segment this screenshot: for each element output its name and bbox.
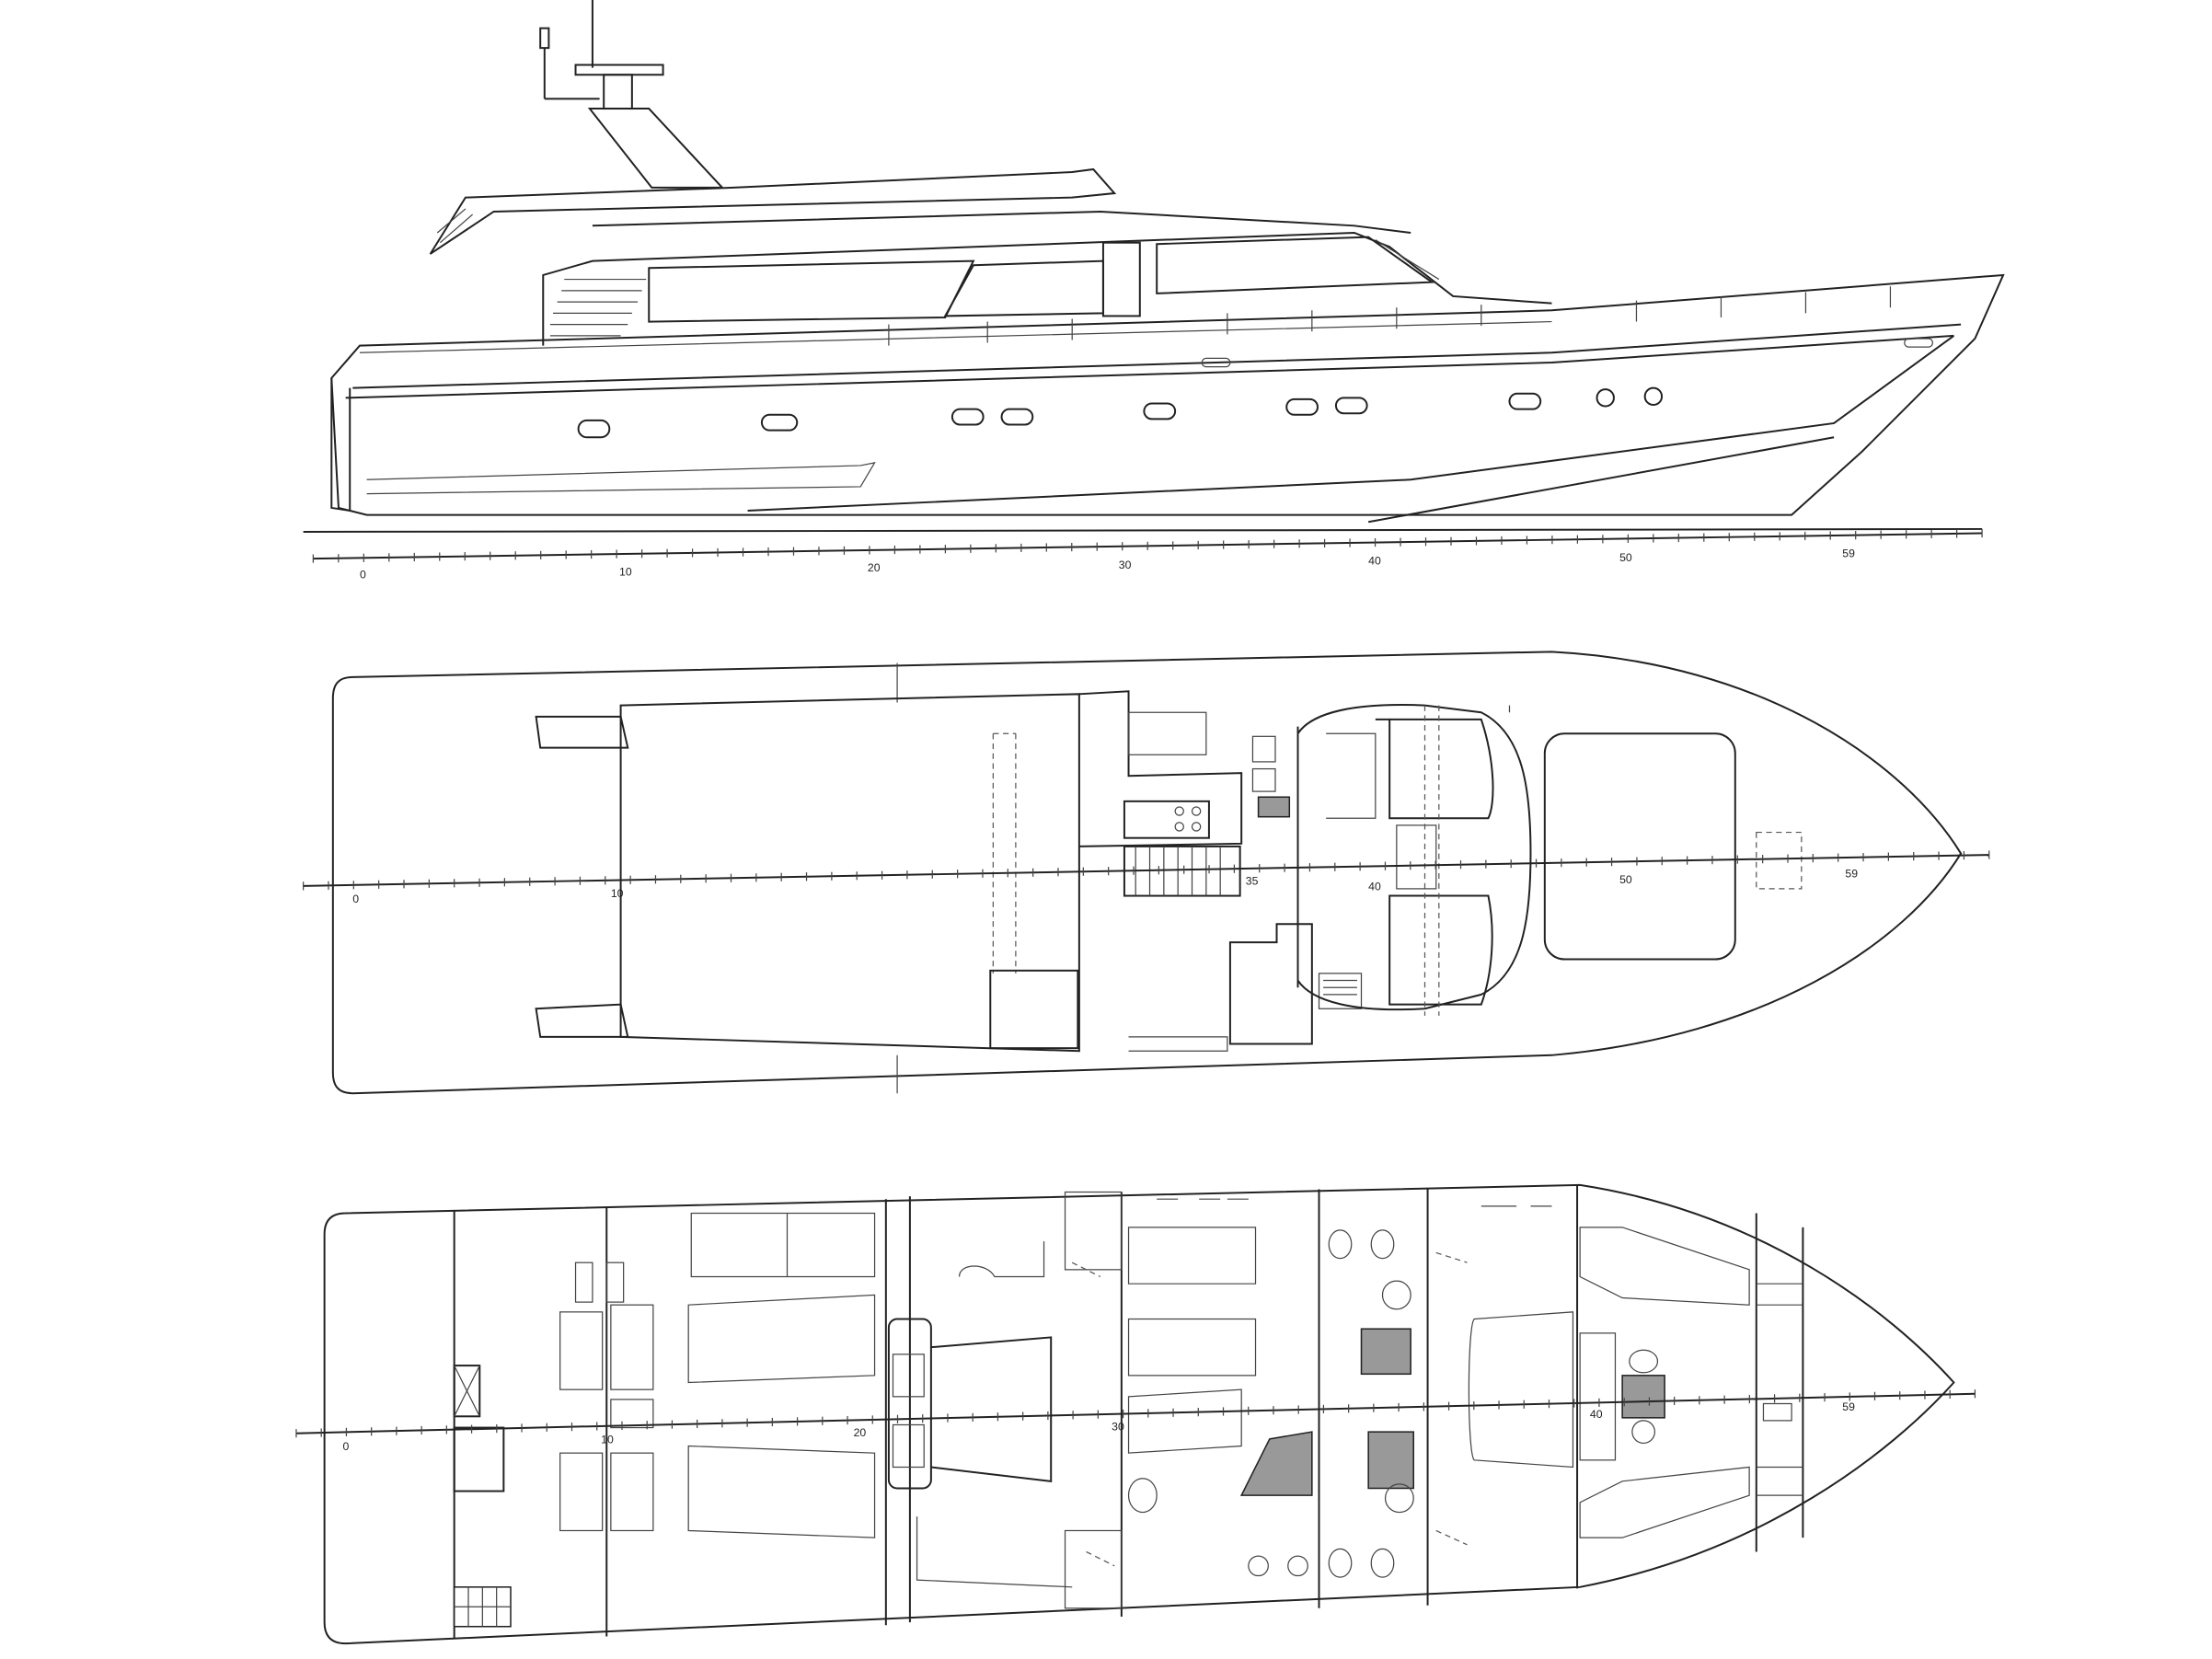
frame-label: 0 bbox=[352, 893, 359, 905]
frame-label: 40 bbox=[1368, 554, 1381, 567]
frame-label: 20 bbox=[868, 561, 881, 574]
frame-label: 0 bbox=[360, 569, 366, 582]
hull-outline bbox=[331, 651, 1963, 1095]
frame-labels: 0 10 35 40 50 59 bbox=[352, 868, 1858, 906]
waterline bbox=[303, 527, 1983, 533]
frame-label: 59 bbox=[1845, 868, 1858, 881]
ruler-line bbox=[295, 1392, 1976, 1434]
flybridge-plan-view: 0 10 35 40 50 59 bbox=[303, 651, 1990, 1095]
frame-label: 50 bbox=[1619, 551, 1632, 564]
centerline-ruler bbox=[295, 1389, 1976, 1438]
frame-label: 35 bbox=[1246, 874, 1259, 887]
mast bbox=[539, 0, 725, 189]
frame-label: 20 bbox=[854, 1426, 867, 1439]
lower-deck-plan-view: 0 10 20 30 40 59 bbox=[295, 1183, 1976, 1645]
frame-label: 50 bbox=[1619, 873, 1632, 886]
frame-label: 30 bbox=[1112, 1421, 1124, 1434]
frame-label: 40 bbox=[1590, 1408, 1603, 1421]
frame-label: 10 bbox=[601, 1433, 614, 1446]
portholes bbox=[577, 386, 1664, 439]
frame-label: 0 bbox=[343, 1440, 350, 1453]
frame-label: 30 bbox=[1119, 559, 1132, 571]
lower-deck-fixtures bbox=[453, 1191, 1803, 1628]
frame-ruler bbox=[312, 528, 1983, 563]
cabin-doors bbox=[1071, 1251, 1468, 1567]
flybridge bbox=[429, 167, 1411, 255]
profile-view: 0 10 20 30 40 50 59 bbox=[303, 0, 2005, 582]
ruler-line bbox=[303, 854, 1989, 887]
frame-label: 10 bbox=[619, 566, 632, 579]
centerline-ruler bbox=[303, 850, 1990, 891]
frame-label: 10 bbox=[611, 887, 624, 900]
frame-labels: 0 10 20 30 40 50 59 bbox=[360, 547, 1855, 582]
frame-label: 40 bbox=[1368, 880, 1381, 893]
frame-label: 59 bbox=[1842, 1400, 1855, 1413]
frame-labels: 0 10 20 30 40 59 bbox=[343, 1400, 1856, 1453]
frame-label: 59 bbox=[1842, 547, 1855, 560]
hull-profile bbox=[330, 273, 2005, 524]
hull-outline bbox=[323, 1183, 1955, 1645]
superstructure bbox=[542, 231, 1552, 346]
